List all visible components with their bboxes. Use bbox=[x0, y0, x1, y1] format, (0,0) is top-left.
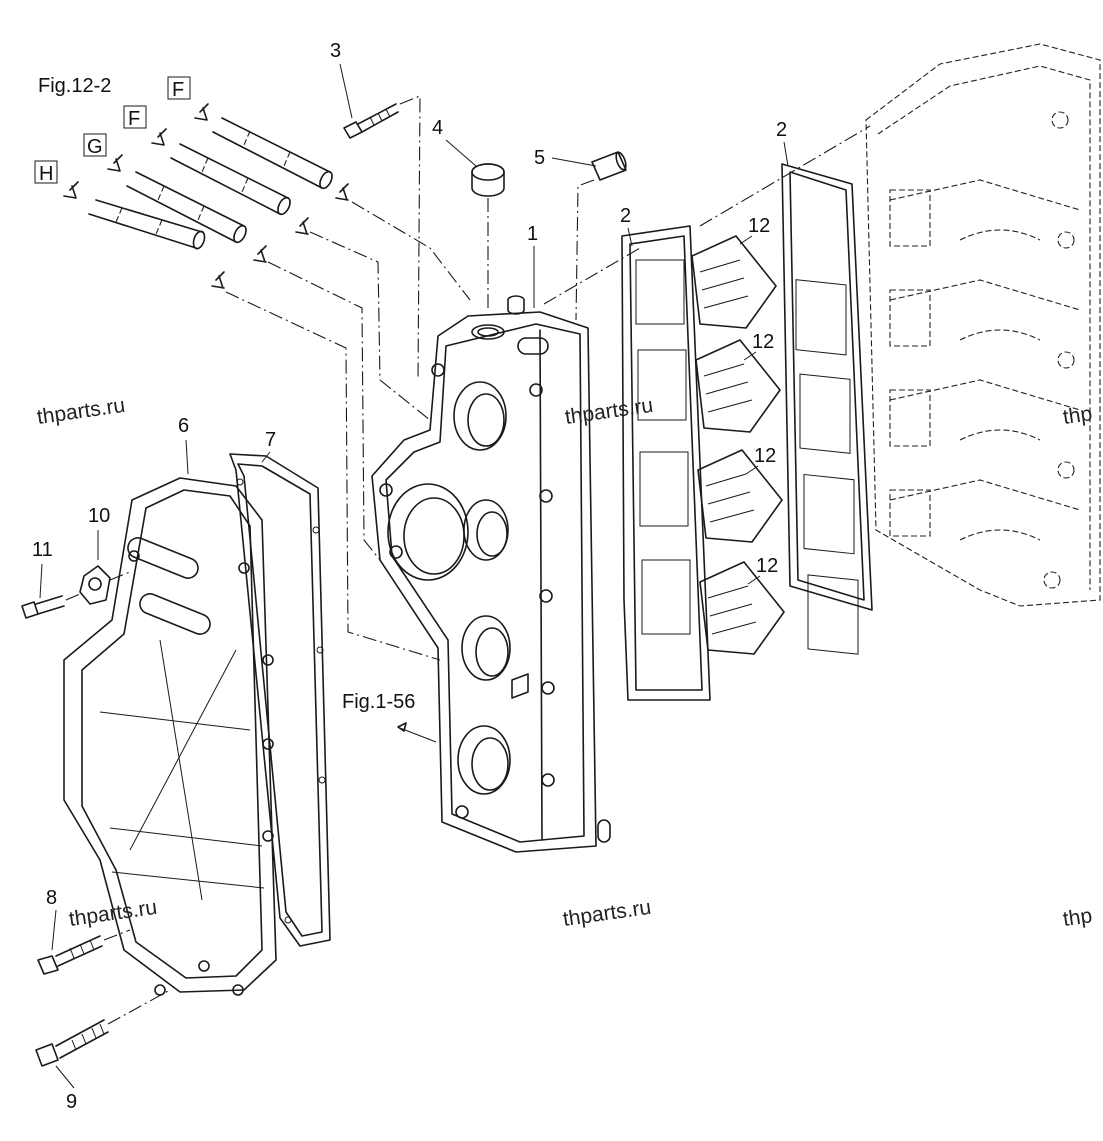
figure-label: Fig.12-2 bbox=[38, 75, 111, 97]
watermark-2: thparts.ru bbox=[563, 394, 654, 429]
watermark-4: thparts.ru bbox=[561, 896, 652, 931]
part-2-gasket-rear: 2 bbox=[699, 119, 873, 655]
part-9-bolt: 9 bbox=[35, 989, 171, 1113]
callout-2-front: 2 bbox=[620, 205, 631, 227]
hose-row-3 bbox=[107, 154, 267, 263]
hose-code-box-h: H bbox=[34, 160, 58, 185]
reference-fig-1-56: Fig.1-56 bbox=[342, 691, 437, 743]
callout-1: 1 bbox=[527, 223, 538, 245]
hose-row-2 bbox=[151, 128, 309, 235]
reed-valve-3: 12 bbox=[697, 445, 783, 543]
callout-12-b: 12 bbox=[752, 331, 774, 353]
watermark-5: thp bbox=[1061, 402, 1093, 429]
callout-2-rear: 2 bbox=[776, 119, 787, 141]
callout-11: 11 bbox=[32, 539, 53, 561]
part-4-cap: 4 bbox=[432, 117, 505, 310]
callout-8: 8 bbox=[46, 887, 57, 909]
reed-valve-1: 12 bbox=[691, 215, 777, 329]
part-12-reed-valves: 12 12 12 12 bbox=[691, 215, 785, 655]
watermark-3: thparts.ru bbox=[67, 896, 158, 931]
part-3-bolt: 3 bbox=[330, 40, 421, 381]
callout-3: 3 bbox=[330, 40, 341, 62]
callout-12-a: 12 bbox=[748, 215, 770, 237]
part-11-bolt: 11 bbox=[21, 539, 81, 619]
hose-code-box-g: G bbox=[83, 133, 107, 158]
part-10-clamp: 10 bbox=[79, 505, 131, 605]
watermark-6: thp bbox=[1061, 904, 1093, 931]
hose-row-1 bbox=[194, 103, 349, 201]
hose-code-h: H bbox=[39, 163, 53, 185]
watermark-1: thparts.ru bbox=[35, 394, 126, 429]
part-5-pin: 5 bbox=[534, 147, 627, 321]
hose-row-4 bbox=[63, 181, 225, 289]
callout-5: 5 bbox=[534, 147, 545, 169]
part-2-gasket-front: 2 bbox=[620, 205, 711, 701]
callout-10: 10 bbox=[88, 505, 110, 527]
callout-7: 7 bbox=[265, 429, 276, 451]
hoses-group bbox=[63, 103, 471, 661]
hose-code-f2: F bbox=[128, 108, 140, 130]
part-8-bolt: 8 bbox=[37, 887, 131, 975]
reed-valve-4: 12 bbox=[699, 555, 785, 655]
hose-code-box-f1: F bbox=[167, 76, 191, 101]
part-7-cover-gasket: 7 bbox=[229, 429, 331, 947]
reed-valve-2: 12 bbox=[695, 331, 781, 433]
reference-label: Fig.1-56 bbox=[342, 691, 415, 713]
crankcase-reference bbox=[865, 43, 1101, 607]
hose-code-f1: F bbox=[172, 79, 184, 101]
callout-9: 9 bbox=[66, 1091, 77, 1113]
callout-4: 4 bbox=[432, 117, 443, 139]
part-1-intake-manifold: 1 bbox=[371, 223, 641, 853]
hose-code-g: G bbox=[87, 136, 103, 158]
hose-code-box-f2: F bbox=[123, 105, 147, 130]
part-6-silencer-cover: 6 bbox=[63, 415, 277, 996]
callout-12-c: 12 bbox=[754, 445, 776, 467]
callout-6: 6 bbox=[178, 415, 189, 437]
callout-12-d: 12 bbox=[756, 555, 778, 577]
